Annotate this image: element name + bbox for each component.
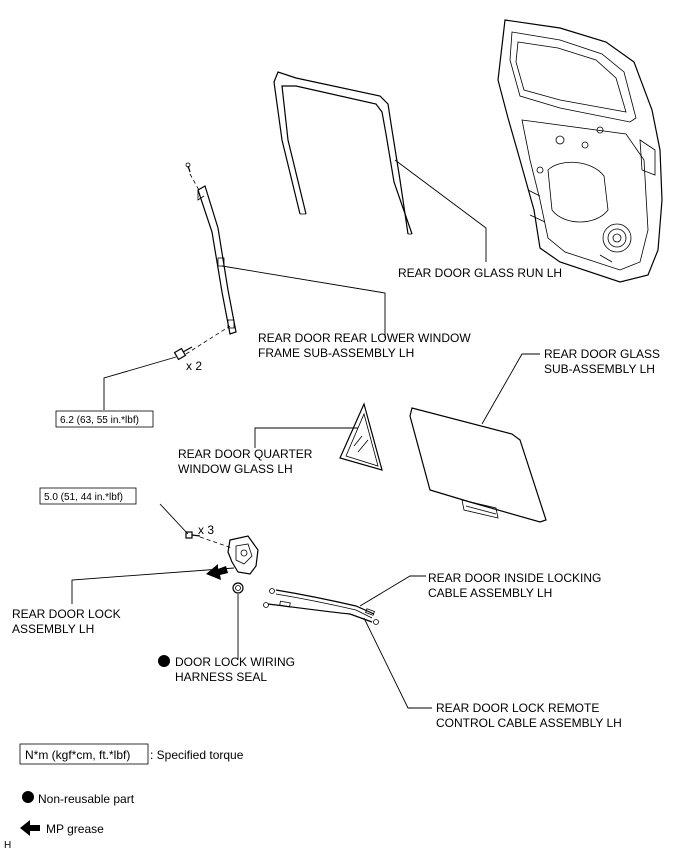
torque-box-frame: [55, 410, 154, 428]
legend-grease-text: MP grease: [46, 822, 104, 836]
label-remote-cable-1: REAR DOOR LOCK REMOTE: [436, 701, 599, 715]
label-lock-2: ASSEMBLY LH: [12, 622, 94, 636]
label-remote-cable-2: CONTROL CABLE ASSEMBLY LH: [436, 716, 622, 730]
legend-nonreusable-text: Non-reusable part: [38, 792, 135, 806]
rear-door-glass-run: [273, 71, 413, 235]
label-glass-sub-2: SUB-ASSEMBLY LH: [544, 362, 655, 376]
label-glass-sub-1: REAR DOOR GLASS: [544, 347, 660, 361]
frame-top-screw: [185, 162, 191, 173]
frame-bolt: [173, 346, 193, 361]
legend-grease-arrow-icon: [20, 820, 40, 836]
door-glass-sub-assembly: [409, 407, 547, 523]
door-lock-assembly: [227, 535, 259, 575]
lock-screw-axis: [199, 536, 233, 549]
qty-frame-bolts: x 2: [186, 359, 202, 373]
frame-screw-axis: [189, 173, 201, 193]
nonreusable-mark-seal: [158, 655, 170, 667]
label-lower-frame-1: REAR DOOR REAR LOWER WINDOW: [258, 331, 471, 345]
label-lower-frame-2: FRAME SUB-ASSEMBLY LH: [258, 346, 414, 360]
leader-torque-lock: [159, 503, 189, 535]
legend-torque-unit: N*m (kgf*cm, ft.*lbf): [25, 748, 130, 762]
legend-torque-box: [19, 743, 149, 765]
leader-quarter-glass: [254, 427, 358, 448]
leader-glass-run: [394, 159, 487, 262]
harness-seal: [232, 582, 244, 594]
leader-lower-frame: [221, 265, 386, 338]
leader-torque-frame: [103, 356, 177, 410]
label-inside-cable-2: CABLE ASSEMBLY LH: [428, 586, 552, 600]
legend: N*m (kgf*cm, ft.*lbf) : Specified torque…: [19, 743, 244, 836]
rear-lower-window-frame: [197, 185, 237, 335]
torque-frame-bolt: 6.2 (63, 55 in.*lbf): [60, 415, 139, 426]
quarter-window-glass: [339, 402, 383, 471]
legend-nonreusable-icon: [22, 791, 34, 803]
lock-cables: [263, 588, 379, 625]
label-glass-run: REAR DOOR GLASS RUN LH: [398, 266, 562, 280]
label-seal-2: HARNESS SEAL: [175, 670, 267, 684]
rear-door-panel: [497, 19, 663, 283]
torque-box-lock: [39, 487, 137, 505]
label-quarter-1: REAR DOOR QUARTER: [178, 447, 313, 461]
qty-lock-screws: x 3: [198, 523, 214, 537]
label-lock-1: REAR DOOR LOCK: [12, 607, 121, 621]
leader-inside-cable: [359, 575, 426, 607]
lock-screw: [185, 531, 201, 539]
torque-lock-screw: 5.0 (51, 44 in.*lbf): [44, 492, 123, 503]
legend-torque-text: : Specified torque: [150, 748, 244, 762]
label-seal-1: DOOR LOCK WIRING: [175, 655, 295, 669]
mp-grease-arrow: [206, 564, 228, 580]
leader-remote-cable: [363, 617, 432, 709]
label-inside-cable-1: REAR DOOR INSIDE LOCKING: [428, 571, 601, 585]
leader-glass-sub: [481, 353, 540, 425]
frame-bolt-axis: [185, 325, 231, 355]
leader-door-lock: [71, 567, 235, 604]
label-quarter-2: WINDOW GLASS LH: [178, 462, 293, 476]
corner-mark: H: [4, 840, 11, 851]
